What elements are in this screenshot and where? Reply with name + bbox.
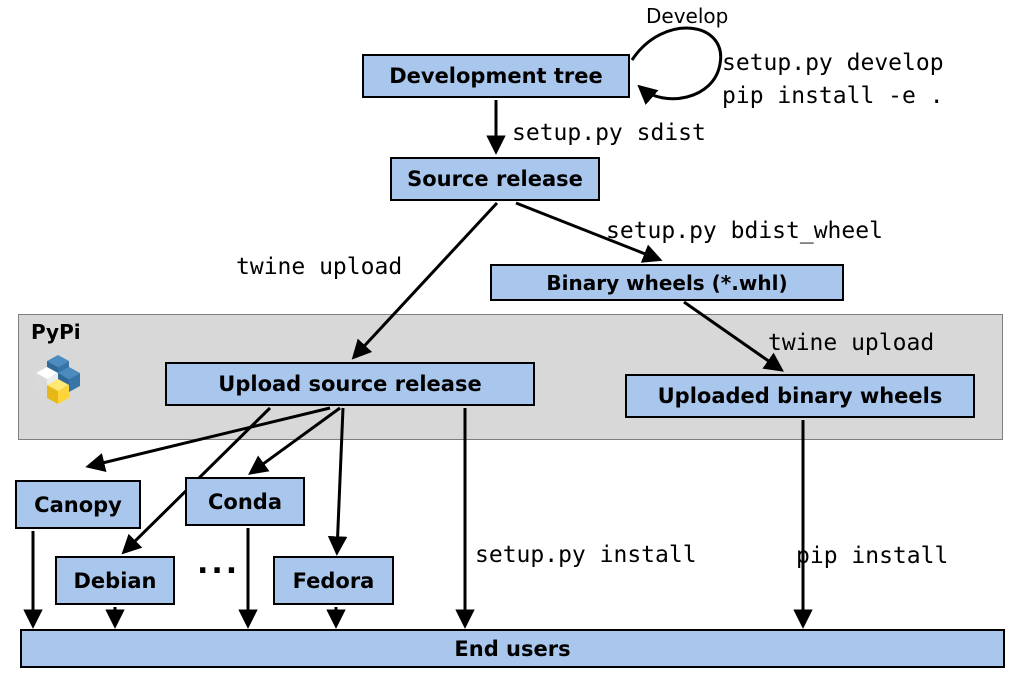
node-end-users: End users <box>20 629 1005 668</box>
label-setup-py-bdist-wheel: setup.py bdist_wheel <box>606 218 883 244</box>
label-setup-py-develop: setup.py develop <box>722 50 944 76</box>
label-twine-upload-wheels: twine upload <box>768 330 935 356</box>
arrow-source-to-binary-wheels <box>515 201 663 263</box>
label-develop: Develop <box>646 4 729 28</box>
arrow-upload-to-fedora <box>327 407 348 556</box>
node-development-tree: Development tree <box>362 54 630 98</box>
arrow-develop-self-loop <box>630 26 723 105</box>
node-uploaded-binary-wheels: Uploaded binary wheels <box>625 374 975 418</box>
node-fedora: Fedora <box>273 556 394 605</box>
node-source-release: Source release <box>390 157 600 201</box>
ellipsis-label: ... <box>197 546 241 581</box>
node-conda: Conda <box>185 477 305 526</box>
label-pip-install: pip install <box>796 543 949 569</box>
pypi-band-label: PyPi <box>31 320 81 344</box>
pypi-logo-icon <box>36 355 80 404</box>
node-binary-wheels: Binary wheels (*.whl) <box>490 264 844 301</box>
label-twine-upload-source: twine upload <box>236 254 403 280</box>
arrow-source-to-upload-source <box>351 201 499 360</box>
label-setup-py-sdist: setup.py sdist <box>512 120 706 146</box>
arrow-upload-to-canopy <box>85 406 331 473</box>
node-debian: Debian <box>55 556 175 605</box>
arrow-binary-to-uploaded-wheels <box>683 300 784 372</box>
label-setup-py-install: setup.py install <box>475 542 697 568</box>
node-canopy: Canopy <box>15 480 141 529</box>
arrow-upload-to-conda <box>248 406 341 475</box>
node-upload-source-release: Upload source release <box>165 362 535 406</box>
label-pip-install-editable: pip install -e . <box>722 83 944 109</box>
